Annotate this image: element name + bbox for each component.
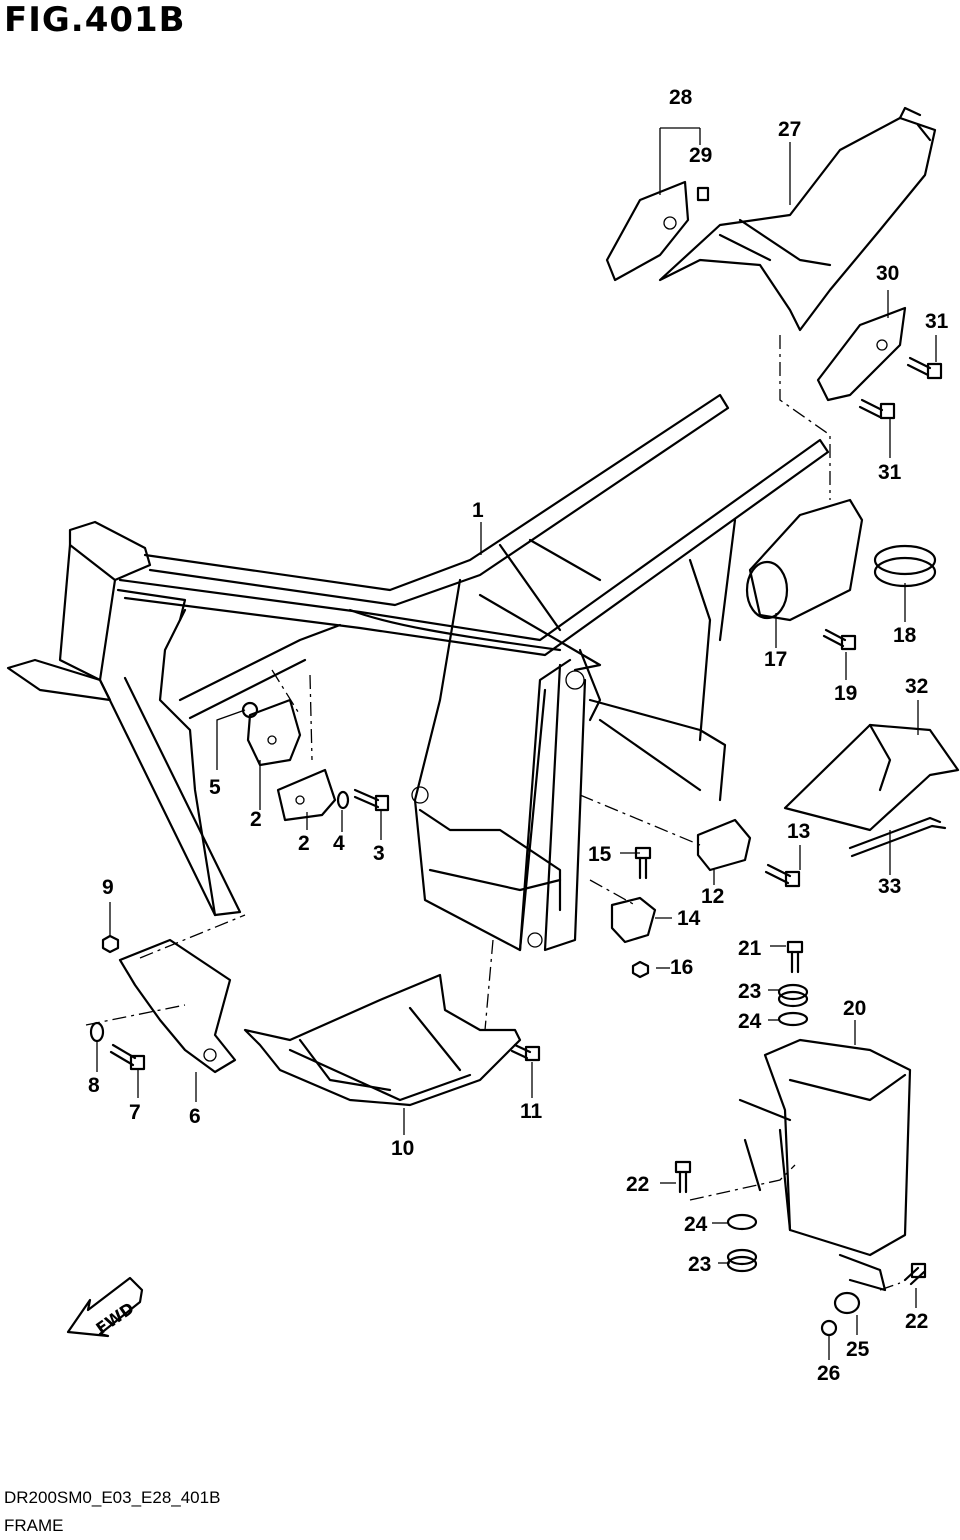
- callout-21: 21: [738, 937, 762, 960]
- tool-bag-part-32[interactable]: [783, 723, 960, 832]
- fwd-arrow-icon: FWD: [66, 1276, 144, 1338]
- grommet-part-24a[interactable]: [777, 1011, 809, 1027]
- callout-25: 25: [846, 1338, 870, 1361]
- callout-29: 29: [689, 144, 712, 167]
- nut-part-5[interactable]: [241, 701, 259, 719]
- callout-31b: 31: [878, 461, 902, 484]
- callout-7: 7: [129, 1101, 141, 1124]
- callout-22b: 22: [905, 1310, 928, 1333]
- skid-frame-part-10[interactable]: [243, 973, 522, 1107]
- engine-bracket-part-2b[interactable]: [276, 768, 337, 822]
- battery-case-part-20[interactable]: [738, 1038, 912, 1292]
- bolt-part-21[interactable]: [786, 940, 804, 974]
- callout-6: 6: [189, 1105, 201, 1128]
- callout-22a: 22: [626, 1173, 649, 1196]
- callout-27: 27: [778, 118, 801, 141]
- grommet-part-23a[interactable]: [777, 983, 809, 1008]
- section-name: FRAME: [4, 1516, 64, 1535]
- rear-subframe-part-27[interactable]: [658, 106, 937, 332]
- callout-15: 15: [588, 843, 612, 866]
- callout-23b: 23: [688, 1253, 711, 1276]
- callout-13: 13: [787, 820, 810, 843]
- cushion-part-14[interactable]: [610, 896, 657, 944]
- callout-24a: 24: [738, 1010, 762, 1033]
- bolt-part-7[interactable]: [109, 1043, 146, 1071]
- bolt-part-3[interactable]: [353, 788, 390, 812]
- main-frame-part-1[interactable]: [6, 393, 830, 952]
- leader-lines: [85, 127, 937, 1360]
- callout-labels: 1 2 2 3 4 5 6 7 8 9 10 11 12 13 14 15 16…: [88, 86, 949, 1385]
- reflector-part-28[interactable]: [605, 180, 690, 282]
- bolt-part-11[interactable]: [510, 1043, 541, 1062]
- band-part-18[interactable]: [873, 544, 937, 588]
- engine-bracket-part-2a[interactable]: [246, 698, 302, 767]
- grommet-part-24b[interactable]: [726, 1213, 758, 1231]
- callout-32: 32: [905, 675, 928, 698]
- washer-part-8[interactable]: [89, 1021, 105, 1043]
- nut-part-9[interactable]: [101, 934, 120, 954]
- callout-30: 30: [876, 262, 899, 285]
- callout-14: 14: [677, 907, 701, 930]
- callout-24b: 24: [684, 1213, 708, 1236]
- tool-part-33[interactable]: [848, 816, 947, 858]
- nut-part-16[interactable]: [631, 960, 650, 979]
- clip-part-29[interactable]: [696, 186, 710, 202]
- rubber-block-part-12[interactable]: [696, 818, 752, 872]
- callout-1: 1: [472, 499, 484, 522]
- bolt-part-13[interactable]: [764, 863, 801, 888]
- bolt-part-22a[interactable]: [674, 1160, 692, 1194]
- figure-title: FIG.401B: [4, 0, 186, 40]
- callout-11: 11: [520, 1100, 543, 1123]
- nut-part-26[interactable]: [820, 1319, 838, 1337]
- callout-18: 18: [893, 624, 917, 647]
- side-cover-part-30[interactable]: [816, 306, 907, 402]
- callout-17: 17: [764, 648, 787, 671]
- callout-2b: 2: [298, 832, 310, 855]
- callout-28: 28: [669, 86, 693, 109]
- air-box-part-17[interactable]: [745, 498, 864, 622]
- callout-12: 12: [701, 885, 724, 908]
- callout-4: 4: [333, 832, 345, 855]
- callout-31a: 31: [925, 310, 949, 333]
- callout-2a: 2: [250, 808, 262, 831]
- frame-plate-part-6[interactable]: [118, 938, 237, 1074]
- callout-33: 33: [878, 875, 901, 898]
- callout-26: 26: [817, 1362, 840, 1385]
- washer-part-4[interactable]: [336, 790, 350, 810]
- bolt-part-31a[interactable]: [906, 356, 943, 380]
- nut-part-25[interactable]: [833, 1291, 861, 1315]
- callout-3: 3: [373, 842, 385, 865]
- fwd-label: FWD: [92, 1298, 137, 1338]
- callout-8: 8: [88, 1074, 100, 1097]
- callout-20: 20: [843, 997, 866, 1020]
- drawing-code: DR200SM0_E03_E28_401B: [4, 1488, 221, 1507]
- callout-5: 5: [209, 776, 221, 799]
- callout-10: 10: [391, 1137, 414, 1160]
- grommet-part-23b[interactable]: [726, 1248, 758, 1273]
- callout-9: 9: [102, 876, 114, 899]
- callout-19: 19: [834, 682, 857, 705]
- bolt-part-22b[interactable]: [903, 1262, 927, 1286]
- bolt-part-19[interactable]: [822, 628, 857, 651]
- callout-16: 16: [670, 956, 693, 979]
- callout-23a: 23: [738, 980, 761, 1003]
- bolt-part-31b[interactable]: [858, 398, 896, 420]
